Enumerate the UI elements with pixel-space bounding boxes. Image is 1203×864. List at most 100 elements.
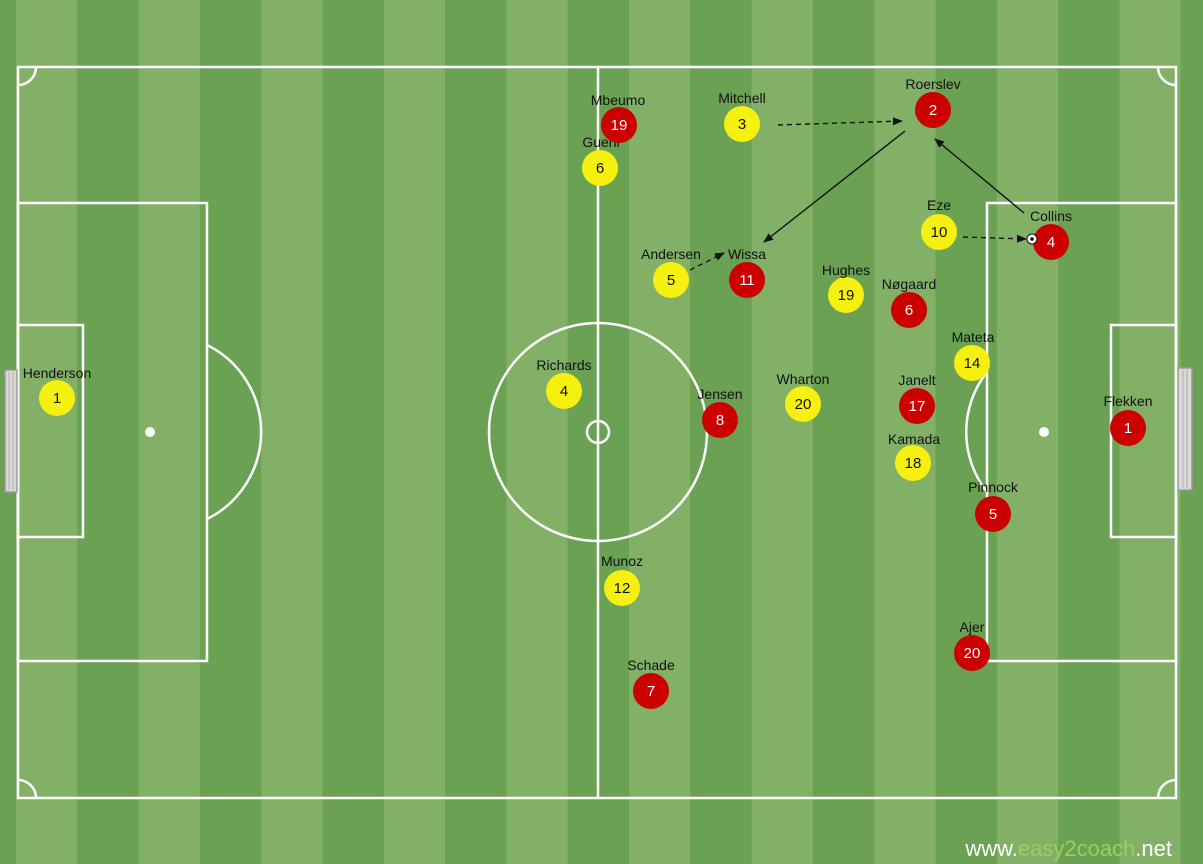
player-number: 14 [964,355,981,372]
player-name: Munoz [601,553,643,569]
grass-stripe [199,0,262,864]
tactical-arrows [689,117,1027,271]
player-number: 5 [667,272,675,289]
corner-arc-bottom-left [17,778,38,799]
player-number: 18 [905,455,922,472]
player-name: Flekken [1103,393,1152,409]
grass-stripe [261,0,323,864]
player-marker [601,107,637,143]
player-marker [39,380,75,416]
player-red-pinnock[interactable]: 5 Pinnock [968,479,1019,532]
player-yellow-hughes[interactable]: 19 Hughes [822,262,870,313]
grass-stripe [445,0,507,864]
left-penalty-arc [206,343,263,521]
player-marker [921,214,957,250]
player-name: Jensen [697,386,742,402]
player-number: 17 [909,398,926,415]
player-name: Henderson [23,365,92,381]
player-name: Collins [1030,208,1072,224]
grass-stripe [77,0,139,864]
player-marker [653,262,689,298]
right-goal [1177,367,1193,491]
player-marker [954,345,990,381]
player-marker [899,388,935,424]
player-red-jensen[interactable]: 8 Jensen [697,386,743,438]
watermark-suffix: .net [1135,836,1172,861]
player-red-nøgaard[interactable]: 6 Nøgaard [882,276,936,328]
pass-arrow-roerslev-wissa [763,130,906,243]
player-yellow-kamada[interactable]: 18 Kamada [888,431,940,481]
player-marker [546,373,582,409]
player-marker [604,570,640,606]
pitch-markings [16,65,1178,800]
player-name: Richards [536,357,591,373]
corner-arc-top-right [1156,66,1177,87]
player-red-collins[interactable]: 4 Collins [1030,208,1072,260]
grass-stripe [751,0,813,864]
player-marker [582,150,618,186]
player-number: 5 [989,506,997,523]
player-number: 6 [596,160,604,177]
grass-stripe [629,0,691,864]
left-goal-area [16,323,85,539]
player-number: 3 [738,116,746,133]
player-number: 8 [716,412,724,429]
player-marker [828,277,864,313]
grass-stripe [874,0,936,864]
player-number: 1 [53,390,61,407]
corner-arc-top-left [17,66,38,87]
player-marker [975,496,1011,532]
player-name: Kamada [888,431,940,447]
player-marker [895,445,931,481]
player-name: Ajer [960,619,985,635]
player-number: 10 [931,224,948,241]
dribble-arrow-mitchell-roerslev [777,117,903,126]
grass-stripe [383,0,446,864]
corner-arc-bottom-right [1156,778,1177,799]
player-name: Eze [927,197,951,213]
dribble-arrow-andersen-wissa [689,252,725,271]
player-marker [954,635,990,671]
players-layer: 1Henderson6Guehi3Mitchell5Andersen4Richa… [23,76,1153,709]
player-marker [785,386,821,422]
pass-arrow-collins-roerslev [934,138,1025,214]
player-marker [1110,410,1146,446]
player-marker [1033,224,1069,260]
player-red-flekken[interactable]: 1 Flekken [1103,393,1153,446]
player-name: Pinnock [968,479,1019,495]
right-penalty-spot [1039,427,1049,437]
player-number: 4 [1047,234,1055,251]
player-name: Nøgaard [882,276,936,292]
grass-stripe [1058,0,1120,864]
player-yellow-richards[interactable]: 4 Richards [536,357,592,409]
player-yellow-eze[interactable]: 10 Eze [921,197,957,250]
player-number: 19 [838,287,855,304]
watermark: www.easy2coach.net [964,836,1172,861]
player-yellow-henderson[interactable]: 1 Henderson [23,365,92,416]
center-spot [585,419,611,445]
grass-stripe [322,0,384,864]
player-number: 1 [1124,420,1132,437]
player-number: 4 [560,383,568,400]
player-number: 19 [611,117,628,134]
player-number: 6 [905,302,913,319]
grass-stripe [812,0,875,864]
dribble-arrow-eze-collins [962,234,1027,243]
player-number: 2 [929,102,937,119]
player-name: Hughes [822,262,870,278]
watermark-prefix: www. [964,836,1018,861]
watermark-brand: easy2coach [1018,836,1135,861]
